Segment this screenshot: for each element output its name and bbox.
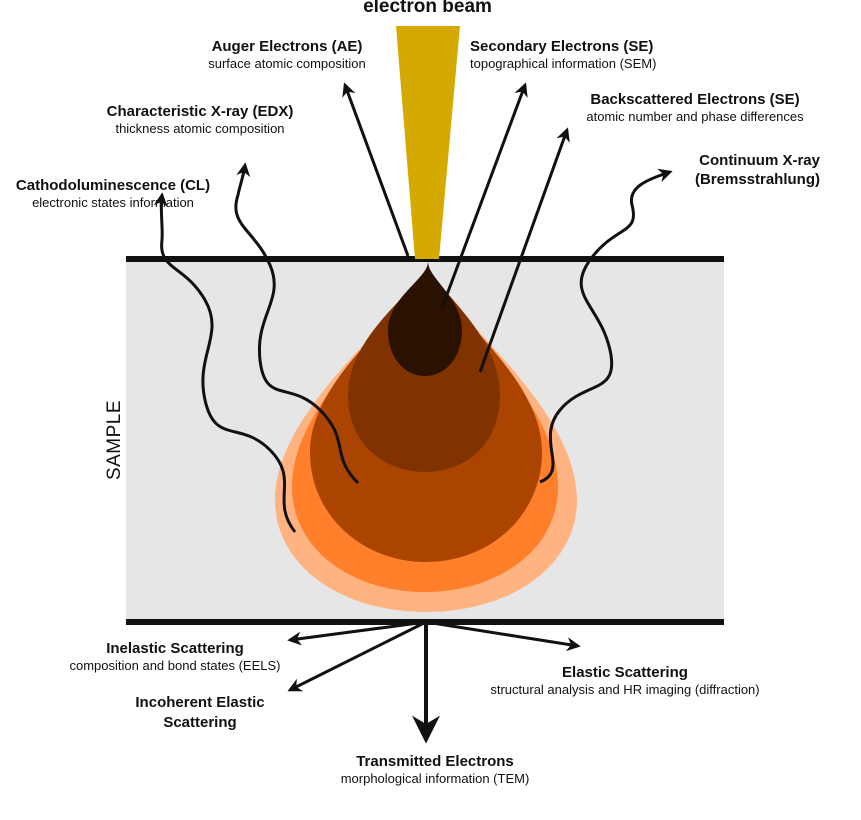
secondary-subtitle: topographical information (SEM) — [470, 56, 657, 72]
auger-label: Auger Electrons (AE) surface atomic comp… — [187, 38, 387, 72]
transmitted-subtitle: morphological information (TEM) — [340, 771, 530, 787]
continuum-title-line2: (Bremsstrahlung) — [694, 171, 820, 189]
inelastic-label: Inelastic Scattering composition and bon… — [45, 640, 305, 674]
electron-beam — [396, 26, 460, 259]
continuum-wave-arrow — [539, 168, 673, 484]
auger-title: Auger Electrons (AE) — [211, 38, 363, 55]
cl-label: Cathodoluminescence (CL) electronic stat… — [0, 177, 226, 211]
inelastic-arrow — [287, 620, 427, 646]
interaction-zone-core — [388, 262, 462, 376]
cl-title: Cathodoluminescence (CL) — [15, 177, 211, 194]
secondary-title: Secondary Electrons (SE) — [470, 38, 654, 55]
backscattered-label: Backscattered Electrons (SE) atomic numb… — [560, 91, 830, 125]
transmitted-label: Transmitted Electrons morphological info… — [300, 753, 570, 787]
cl-wave-arrow — [153, 192, 297, 533]
backscattered-arrow — [478, 127, 570, 373]
edx-subtitle: thickness atomic composition — [115, 121, 285, 137]
inelastic-subtitle: composition and bond states (EELS) — [69, 658, 281, 674]
elastic-label: Elastic Scattering structural analysis a… — [460, 664, 790, 698]
incoherent-title-line1: Incoherent Elastic — [135, 694, 265, 711]
auger-arrow — [342, 82, 410, 257]
beam-label: electron beam — [363, 0, 492, 17]
sample-label: SAMPLE — [104, 399, 125, 481]
secondary-label: Secondary Electrons (SE) topographical i… — [470, 38, 656, 72]
backscattered-subtitle: atomic number and phase differences — [586, 109, 804, 125]
cl-subtitle: electronic states information — [32, 195, 194, 211]
edx-title: Characteristic X-ray (EDX) — [106, 103, 294, 120]
backscattered-title: Backscattered Electrons (SE) — [590, 91, 800, 108]
elastic-arrow — [425, 620, 581, 652]
continuum-title-line1: Continuum X-ray — [699, 152, 820, 169]
elastic-subtitle: structural analysis and HR imaging (diff… — [490, 682, 760, 698]
secondary-arrow — [440, 82, 528, 309]
elastic-title: Elastic Scattering — [562, 664, 688, 681]
edx-wave-arrow — [234, 162, 360, 485]
transmitted-title: Transmitted Electrons — [356, 753, 514, 770]
continuum-label: Continuum X-ray (Bremsstrahlung) — [640, 152, 820, 189]
edx-label: Characteristic X-ray (EDX) thickness ato… — [80, 103, 320, 137]
auger-subtitle: surface atomic composition — [208, 56, 366, 72]
inelastic-title: Inelastic Scattering — [106, 640, 244, 657]
incoherent-label: Incoherent Elastic Scattering — [110, 694, 290, 732]
incoherent-title-line2: Scattering — [163, 714, 237, 732]
incoherent-arrow — [287, 620, 427, 692]
